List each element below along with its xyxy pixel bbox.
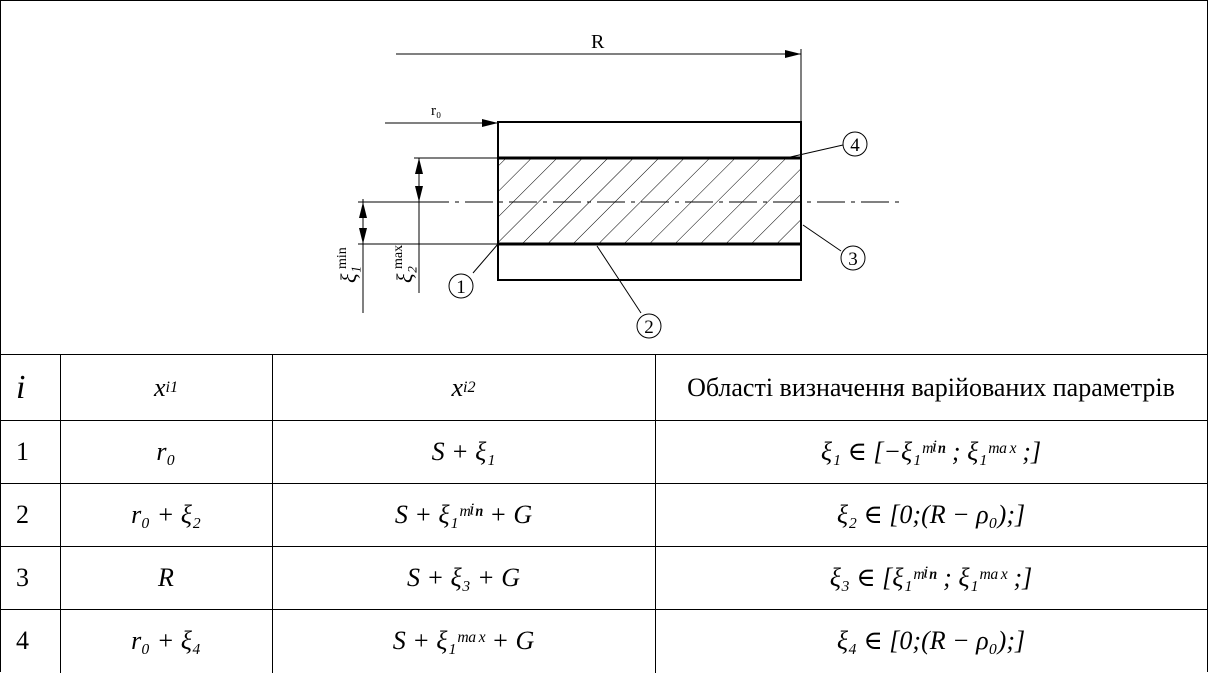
svg-text:ξ₁: ξ₁ [336, 266, 361, 283]
engineering-figure: R r₀ ξ₁ min ξ₂ max [1, 1, 1207, 354]
r0-arrowhead [482, 119, 498, 127]
row-index: 2 [16, 500, 29, 529]
R-arrowhead [785, 50, 801, 58]
row-x2: S + ξ₁ᵐⁱⁿ + G [394, 500, 533, 529]
column-divider [655, 355, 656, 673]
row-x2: S + ξ₃ + G [406, 563, 521, 592]
r0-dimension-label: r₀ [431, 103, 441, 119]
row-domain: ξ₂ ∈ [0;(R − ρ₀);] [836, 500, 1026, 529]
table-row: 1 r₀ S + ξ₁ ξ₁ ∈ [−ξ₁ᵐⁱⁿ ; ξ₁ᵐᵃˣ ;] [1, 421, 1207, 484]
callout-1-label: 1 [456, 277, 466, 298]
row-x2: S + ξ₁ᵐᵃˣ + G [392, 626, 535, 655]
svg-text:max: max [391, 245, 406, 269]
xi2-max-label: ξ₂ max [391, 245, 417, 283]
callout-3-label: 3 [848, 249, 858, 270]
table-row: 4 r₀ + ξ₄ S + ξ₁ᵐᵃˣ + G ξ₄ ∈ [0;(R − ρ₀)… [1, 610, 1207, 672]
column-divider [272, 355, 273, 673]
R-dimension-label: R [591, 31, 605, 53]
callout-2-circle [636, 313, 662, 339]
callout-4-label: 4 [850, 135, 860, 156]
row-x2: S + ξ₁ [431, 437, 496, 466]
row-domain: ξ₁ ∈ [−ξ₁ᵐⁱⁿ ; ξ₁ᵐᵃˣ ;] [820, 437, 1042, 466]
xi1-min-label: ξ₁ min [335, 247, 361, 283]
callout-3-circle [840, 245, 866, 271]
row-index: 1 [16, 437, 29, 466]
column-divider [60, 355, 61, 673]
row-index: 4 [16, 626, 29, 655]
header-domain: Області визначення варійованих параметрі… [687, 372, 1175, 402]
cross-section-drawing: R r₀ ξ₁ min ξ₂ max [335, 31, 901, 339]
callout-1-circle [448, 273, 474, 299]
row-index: 3 [16, 563, 29, 592]
table-row: 3 R S + ξ₃ + G ξ₃ ∈ [ξ₁ᵐⁱⁿ ; ξ₁ᵐᵃˣ ;] [1, 547, 1207, 610]
callout-2-label: 2 [644, 317, 654, 338]
row-domain: ξ₃ ∈ [ξ₁ᵐⁱⁿ ; ξ₁ᵐᵃˣ ;] [829, 563, 1033, 592]
table-row: 2 r₀ + ξ₂ S + ξ₁ᵐⁱⁿ + G ξ₂ ∈ [0;(R − ρ₀)… [1, 484, 1207, 547]
header-i: i [16, 368, 26, 406]
row-x1: r₀ + ξ₄ [131, 626, 201, 655]
row-x1: r₀ [156, 437, 176, 466]
callout-4-circle [842, 131, 868, 157]
svg-text:min: min [335, 247, 350, 269]
row-x1: R [158, 563, 174, 592]
svg-text:ξ₂: ξ₂ [392, 266, 417, 283]
hatched-region [498, 158, 801, 244]
row-domain: ξ₄ ∈ [0;(R − ρ₀);] [836, 626, 1026, 655]
row-x1: r₀ + ξ₂ [131, 500, 201, 529]
